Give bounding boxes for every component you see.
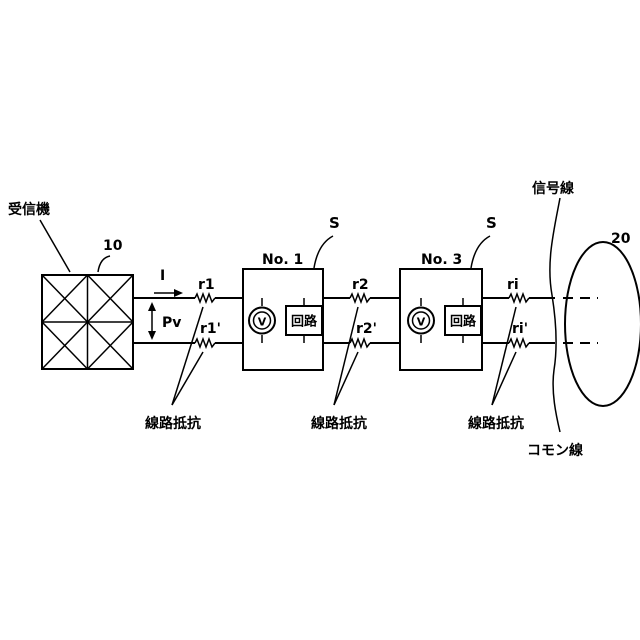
r2-prime-label: r2'	[356, 321, 377, 337]
resistor-r2-prime	[350, 339, 370, 347]
receiver-label: 受信機	[8, 201, 50, 218]
meter-icon-no3: V	[417, 316, 426, 329]
line-resistance-label-1: 線路抵抗	[145, 415, 201, 432]
line-resistance-label-2: 線路抵抗	[311, 415, 367, 432]
ri-label: ri	[507, 277, 519, 293]
circuit-label-no3: 回路	[450, 314, 477, 330]
station-ref-leader-1	[314, 236, 333, 268]
loop-ref-label: 20	[611, 231, 631, 247]
receiver-box	[42, 275, 133, 369]
voltage-label: Pv	[162, 315, 181, 331]
ri-prime-label: ri'	[512, 321, 528, 337]
line-resistance-leaders-2	[334, 307, 358, 405]
unit-no3-label: No. 3	[421, 252, 462, 268]
resistor-ri-prime	[509, 339, 529, 347]
resistor-ri	[509, 294, 529, 302]
line-resistance-leaders-3	[492, 307, 516, 405]
common-line-label: コモン線	[527, 442, 583, 459]
voltage-arrow-icon	[148, 302, 156, 340]
receiver-ref-leader	[98, 256, 110, 272]
resistor-r1	[195, 294, 215, 302]
station-ref-label-1: S	[329, 214, 340, 232]
r1-label: r1	[198, 277, 215, 293]
station-ref-label-2: S	[486, 214, 497, 232]
unit-no1-label: No. 1	[262, 252, 303, 268]
current-arrow-icon	[154, 289, 183, 297]
line-loop	[565, 242, 640, 406]
receiver-leader	[40, 220, 70, 272]
line-resistance-label-3: 線路抵抗	[468, 415, 524, 432]
r2-label: r2	[352, 277, 369, 293]
break-line	[550, 198, 560, 432]
signal-line-label: 信号線	[532, 180, 574, 197]
resistor-r2	[350, 294, 370, 302]
resistor-r1-prime	[195, 339, 215, 347]
circuit-label-no1: 回路	[291, 314, 318, 330]
meter-icon-no1: V	[258, 316, 267, 329]
r1-prime-label: r1'	[200, 321, 221, 337]
current-label: I	[160, 268, 165, 284]
station-ref-leader-2	[471, 236, 490, 268]
receiver-ref-label: 10	[103, 238, 123, 254]
